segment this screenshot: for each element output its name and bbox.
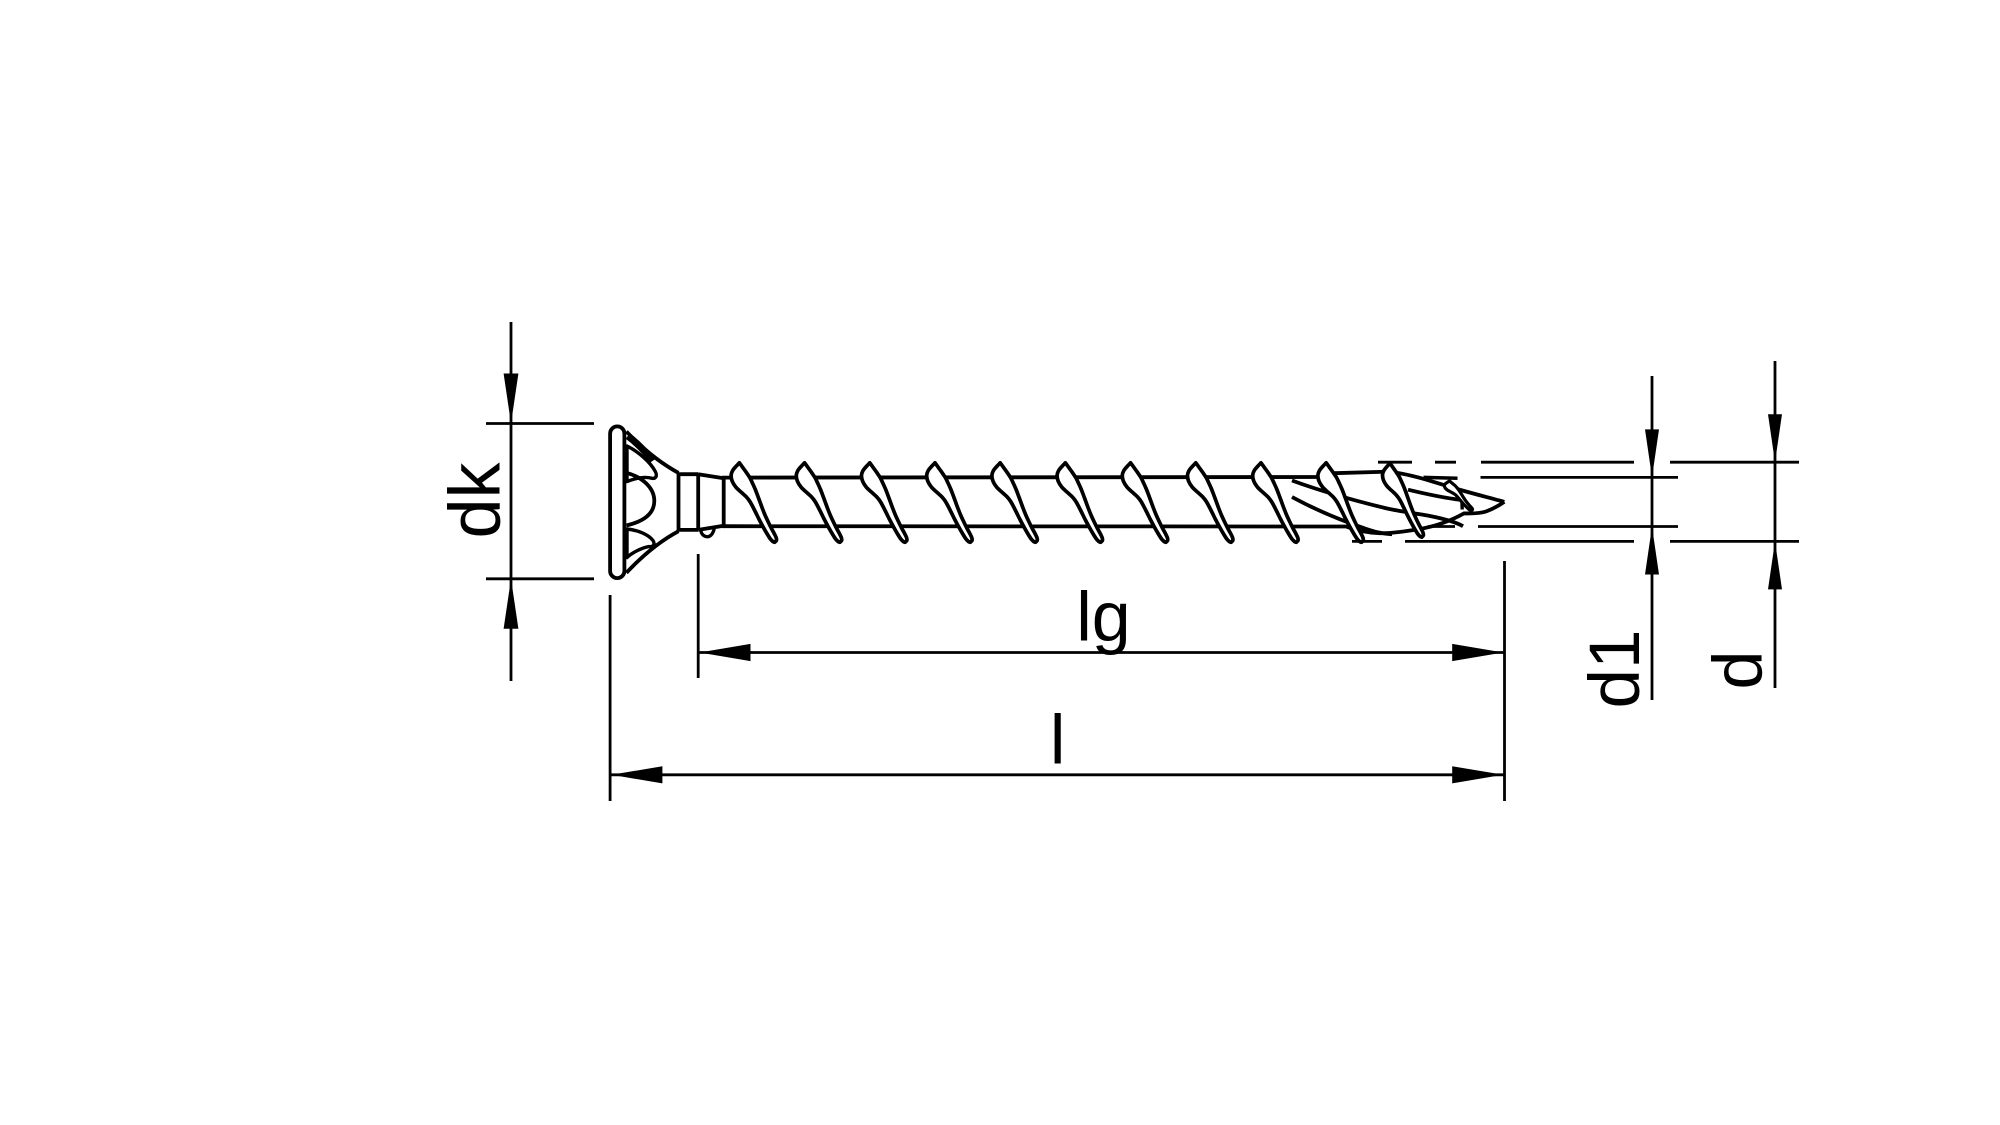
svg-text:d: d <box>1699 651 1777 690</box>
svg-text:l: l <box>1050 700 1066 778</box>
svg-text:d1: d1 <box>1576 630 1655 709</box>
svg-text:dk: dk <box>436 461 516 538</box>
svg-text:lg: lg <box>1076 578 1130 656</box>
